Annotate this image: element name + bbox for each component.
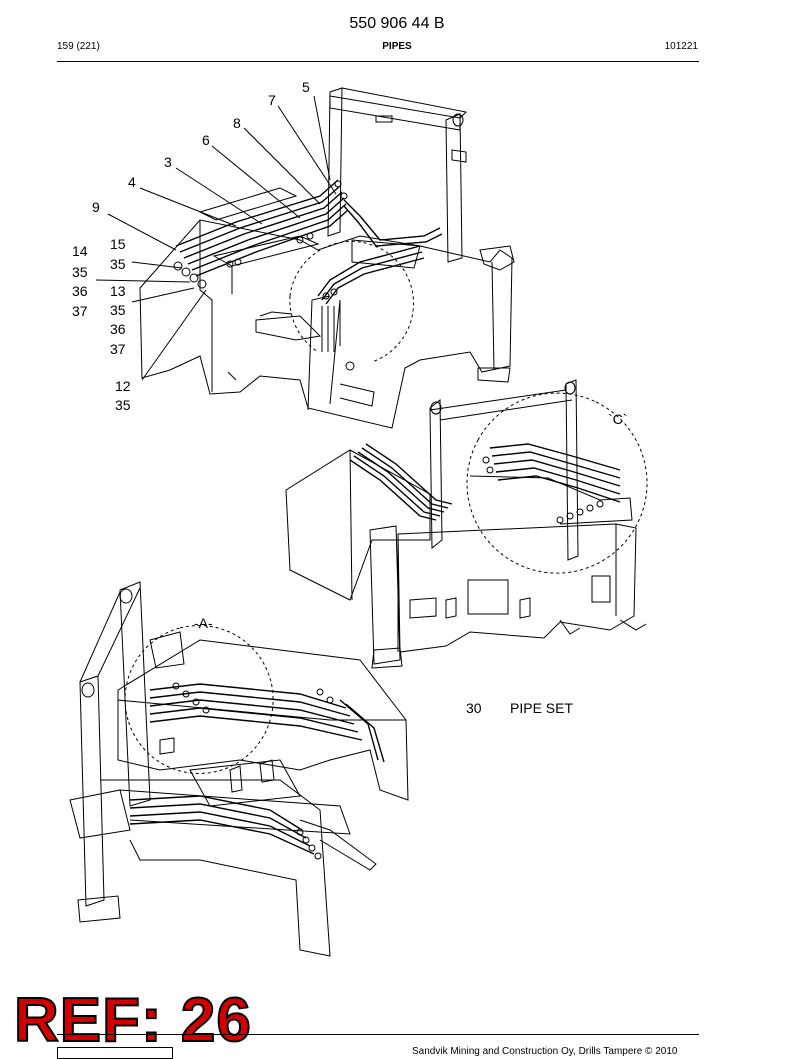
reference-stamp: REF: 26 (13, 985, 252, 1056)
callout-number: 35 (72, 264, 88, 280)
callout-number: 37 (110, 341, 126, 357)
page-counter: 159 (221) (57, 41, 100, 52)
callout-number: 8 (233, 115, 241, 131)
callout-number: 4 (128, 174, 136, 190)
header-divider (57, 61, 699, 62)
assembly-bottom (69, 581, 409, 957)
callout-number: 7 (268, 92, 276, 108)
callout-number: 35 (110, 256, 126, 272)
detail-label-c: `C` (608, 411, 628, 427)
callout-number: 6 (202, 132, 210, 148)
callout-number: 14 (72, 243, 88, 259)
assembly-middle (285, 379, 648, 669)
sandvik-logo (57, 1047, 173, 1059)
document-date: 101221 (664, 41, 698, 52)
part-number: 30 (466, 700, 482, 716)
detail-label-a: -A- (194, 615, 213, 631)
footer-divider (57, 1034, 699, 1035)
callout-number: 35 (110, 302, 126, 318)
copyright-text: Sandvik Mining and Construction Oy, Dril… (412, 1046, 678, 1057)
callout-number: 36 (72, 283, 88, 299)
part-name: PIPE SET (510, 700, 574, 716)
callout-number: 13 (110, 283, 126, 299)
assembly-top (95, 87, 515, 429)
callout-number: 15 (110, 236, 126, 252)
section-title: PIPES (382, 41, 412, 52)
callout-number: 36 (110, 321, 126, 337)
parts-list-entry: 30 PIPE SET (466, 700, 573, 716)
callout-number: 5 (302, 79, 310, 95)
document-number: 550 906 44 B (349, 15, 445, 32)
callout-number: 35 (115, 397, 131, 413)
callout-number: 37 (72, 303, 88, 319)
callout-number: 12 (115, 378, 131, 394)
callout-number: 9 (92, 199, 100, 215)
callout-number: 3 (164, 154, 172, 170)
